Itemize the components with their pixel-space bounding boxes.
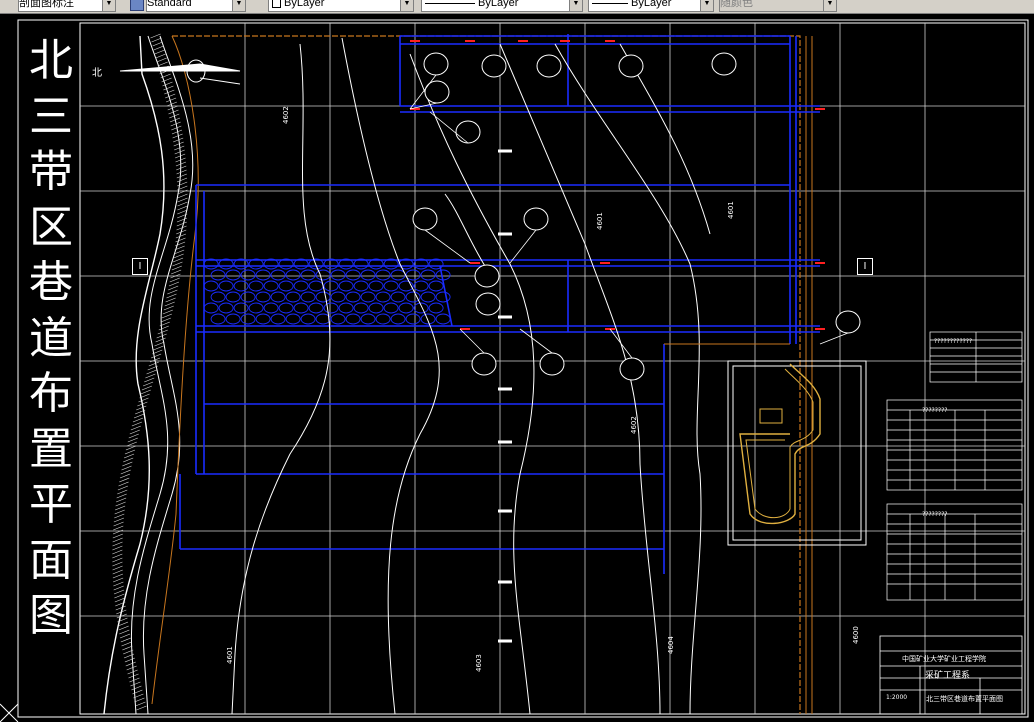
- title-char: 平: [29, 479, 73, 530]
- plotstyle-value: 随颜色: [720, 0, 753, 9]
- cursor-crosshair: [0, 703, 19, 722]
- title-block: [879, 635, 1023, 715]
- red-markers: [410, 40, 825, 330]
- color-swatch-icon: [272, 0, 281, 8]
- title-char: 带: [29, 146, 73, 197]
- roadway-network: [179, 34, 820, 574]
- lineweight-combo[interactable]: ByLayer ▼: [588, 0, 714, 12]
- title-char: 置: [29, 423, 73, 475]
- title-char: 三: [29, 90, 73, 142]
- legend-table-3: [886, 503, 1023, 601]
- title-block-institution: 中国矿业大学矿业工程学院: [902, 655, 986, 663]
- title-char: 区: [29, 201, 73, 253]
- dimension-style-value: 剖面图标注: [19, 0, 74, 9]
- cad-drawing: [0, 19, 1029, 722]
- legend-title: ????????????: [934, 338, 973, 345]
- contour-label: 4604: [667, 636, 675, 654]
- plotstyle-combo[interactable]: 随颜色 ▼: [719, 0, 837, 12]
- section-marker-left: I: [132, 258, 148, 275]
- drawing-title: 北三带区巷道布置平面图: [26, 36, 76, 716]
- linetype-value: ByLayer: [478, 0, 519, 9]
- lineweight-sample-icon: [592, 2, 628, 4]
- contour-label: 4601: [727, 201, 735, 219]
- contour-label: 4601: [226, 646, 234, 664]
- inner-frame: [79, 22, 1026, 715]
- shaft-area: [664, 343, 867, 546]
- legend-table-2: [886, 399, 1023, 491]
- color-value: ByLayer: [284, 0, 325, 9]
- title-block-department: 采矿工程系: [925, 671, 971, 681]
- title-char: 布: [29, 368, 73, 419]
- contour-label: 4601: [596, 212, 604, 230]
- mining-boundary: [151, 35, 199, 705]
- north-label: 北: [92, 68, 102, 79]
- contour-lines: [231, 37, 711, 715]
- dimension-style-combo[interactable]: 剖面图标注 ▼: [18, 0, 116, 12]
- chevron-down-icon[interactable]: ▼: [700, 0, 713, 11]
- title-char: 图: [29, 590, 73, 641]
- chevron-down-icon[interactable]: ▼: [102, 0, 115, 11]
- mining-boundary: [172, 35, 801, 714]
- callout-leaders: [409, 74, 849, 359]
- contour-label: 4600: [852, 626, 860, 644]
- title-char: 面: [29, 534, 73, 586]
- outer-frame: [17, 19, 1029, 718]
- chevron-down-icon[interactable]: ▼: [232, 0, 245, 11]
- contour-label: 4602: [630, 416, 638, 434]
- goaf-area: [203, 258, 451, 325]
- contour-label: 4603: [475, 654, 483, 672]
- callout-bubbles: [412, 52, 861, 381]
- north-arrow-icon: [119, 59, 241, 85]
- title-char: 北: [29, 35, 73, 86]
- text-style-value: Standard: [147, 0, 192, 9]
- legend-title: ????????: [922, 407, 948, 414]
- chevron-down-icon[interactable]: ▼: [569, 0, 582, 11]
- title-block-drawing-name: 北三带区巷道布置平面图: [926, 695, 1003, 703]
- lineweight-value: ByLayer: [631, 0, 672, 9]
- legend-title: ????????: [922, 511, 948, 518]
- fault-hatching: [112, 33, 188, 711]
- chevron-down-icon[interactable]: ▼: [823, 0, 836, 11]
- title-block-scale: 1:2000: [886, 694, 908, 701]
- contour-label: 4602: [282, 106, 290, 124]
- properties-toolbar: 剖面图标注 ▼ Standard ▼ ByLayer ▼ ByLayer ▼ B…: [0, 0, 1034, 14]
- text-style-combo[interactable]: Standard ▼: [146, 0, 246, 12]
- title-char: 道: [29, 312, 73, 364]
- linetype-combo[interactable]: ByLayer ▼: [421, 0, 583, 12]
- title-char: 巷: [29, 257, 73, 308]
- centerline-ticks: [498, 149, 512, 643]
- fault-zone: [103, 35, 194, 715]
- text-style-icon[interactable]: [130, 0, 144, 11]
- linetype-sample-icon: [425, 2, 475, 4]
- drawing-canvas[interactable]: 北三带区巷道布置平面图 北 I I 4602 4601 4601 4603 46…: [0, 14, 1034, 722]
- legend-table-1: [929, 331, 1023, 383]
- section-marker-right: I: [857, 258, 873, 275]
- chevron-down-icon[interactable]: ▼: [400, 0, 413, 11]
- coordinate-grid: [80, 23, 1025, 714]
- color-combo[interactable]: ByLayer ▼: [268, 0, 414, 12]
